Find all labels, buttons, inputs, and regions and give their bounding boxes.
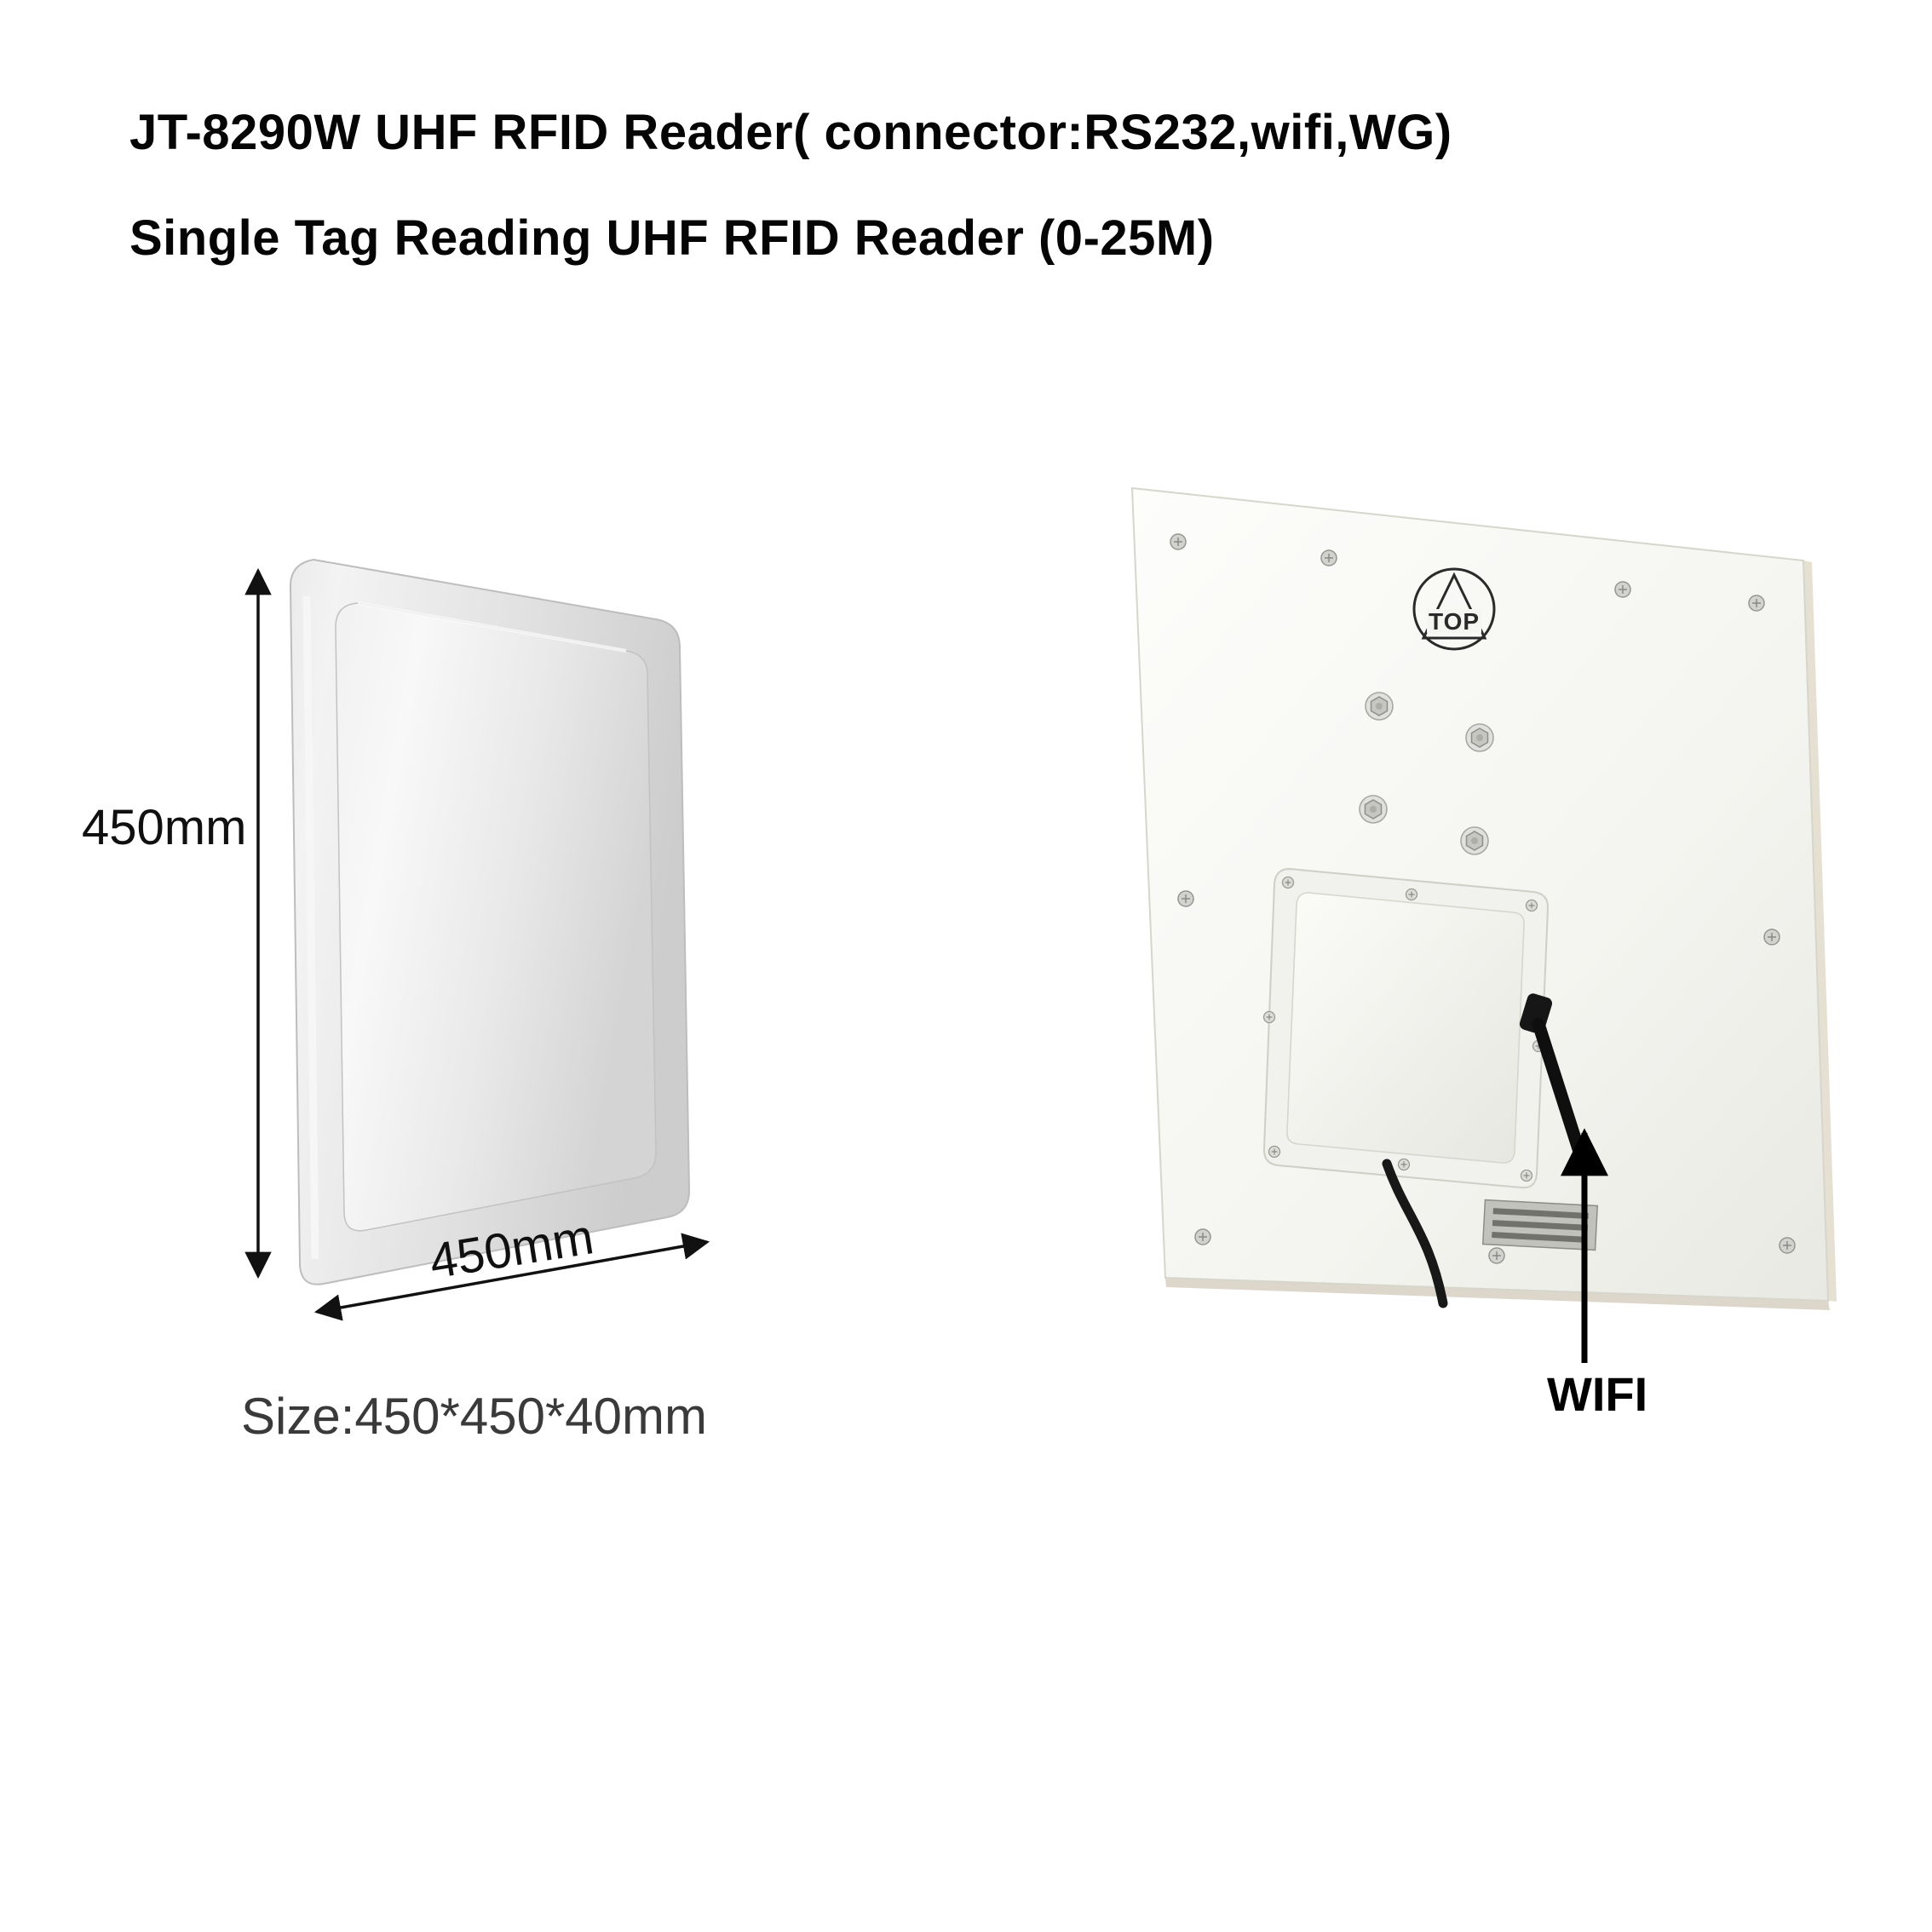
screw-icon (1763, 929, 1780, 946)
bolt-icon (1359, 795, 1388, 824)
screw-icon (1177, 890, 1194, 907)
top-marking-text: TOP (1429, 608, 1480, 635)
front-panel-dome-edge (357, 601, 627, 653)
page-title-line-2: Single Tag Reading UHF RFID Reader (0-25… (129, 210, 1215, 266)
bolt-icon (1465, 723, 1494, 752)
front-panel-rim-highlight (302, 595, 319, 1260)
top-text-backing (1427, 609, 1481, 633)
screw-icon (1170, 533, 1187, 550)
page-title-line-1: JT-8290W UHF RFID Reader( connector:RS23… (129, 105, 1452, 160)
screw-icon (1268, 1145, 1281, 1159)
bolt-icon (1365, 692, 1394, 721)
screw-icon (1397, 1158, 1411, 1171)
wifi-annotation-label: WIFI (1547, 1367, 1648, 1421)
front-view-figure (244, 558, 710, 1321)
width-dimension-arrow (313, 1233, 710, 1321)
power-cable (1382, 1159, 1448, 1308)
junction-box-lid (1286, 892, 1525, 1164)
screw-icon (1281, 876, 1295, 889)
screw-icon (1405, 888, 1418, 901)
screw-icon (1748, 595, 1765, 612)
back-panel-edge-right (1803, 561, 1837, 1302)
size-caption: Size:450*450*40mm (241, 1388, 708, 1445)
front-panel-dome (335, 602, 657, 1232)
bolt-icon (1460, 826, 1489, 855)
screw-icon (1779, 1237, 1796, 1254)
height-dimension-label: 450mm (82, 800, 247, 855)
back-panel-edge-bottom (1165, 1278, 1830, 1310)
screw-icon (1525, 899, 1538, 912)
screw-icon (1320, 549, 1337, 566)
screw-icon (1488, 1247, 1505, 1264)
spec-sticker (1481, 1199, 1599, 1251)
top-marking: TOP (1412, 567, 1496, 651)
screw-icon (1262, 1010, 1276, 1024)
screw-icon (1194, 1228, 1211, 1245)
screw-icon (1520, 1169, 1533, 1182)
junction-box (1262, 867, 1550, 1189)
back-view-figure: TOP (1130, 486, 1837, 1363)
screw-icon (1614, 581, 1631, 598)
